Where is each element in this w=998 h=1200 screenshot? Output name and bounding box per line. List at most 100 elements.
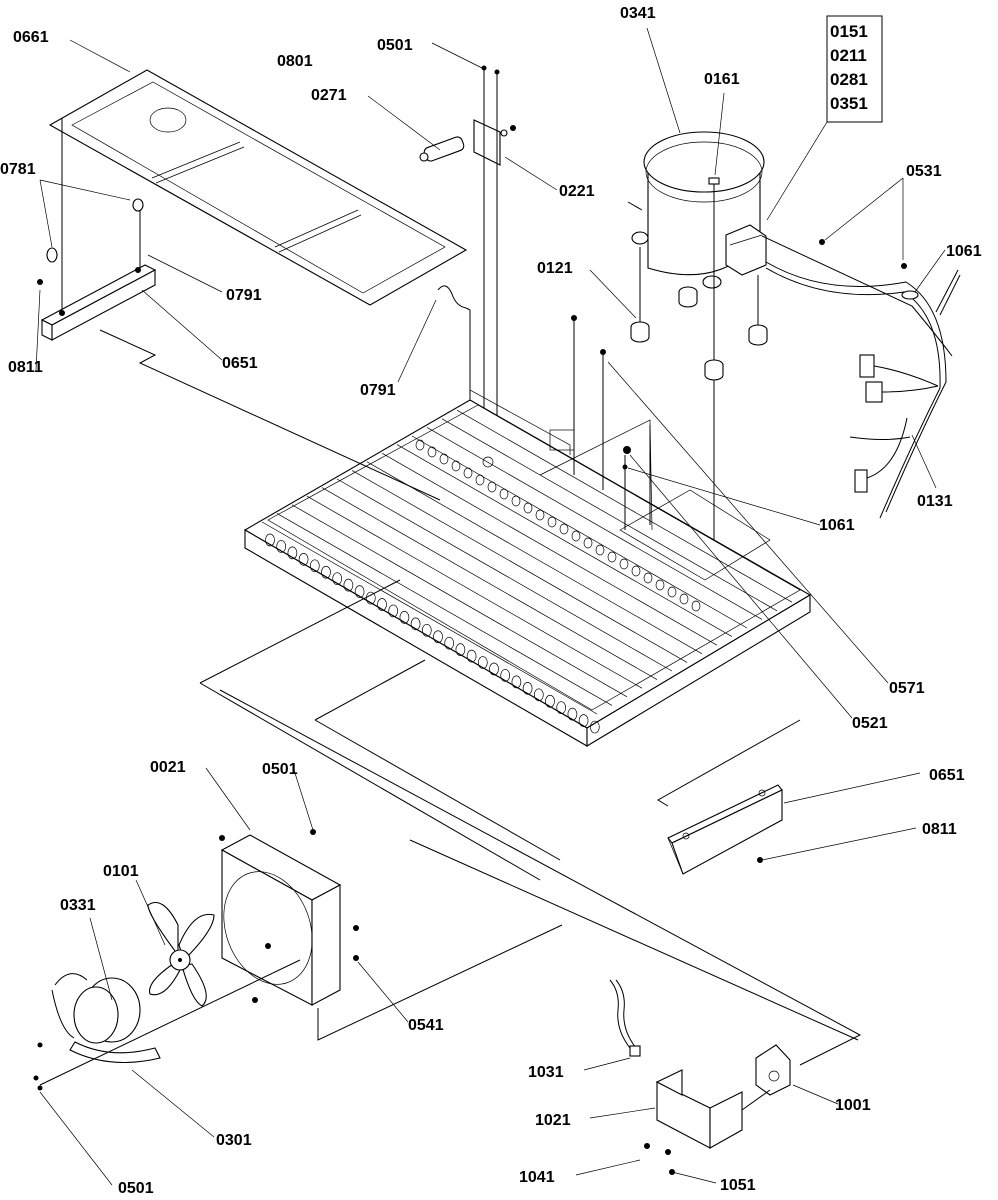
coil-bend xyxy=(444,636,455,650)
coil-tube xyxy=(351,470,688,663)
callout-1031: 1031 xyxy=(528,1064,564,1081)
clip-0791 xyxy=(437,285,471,410)
coil-bend xyxy=(533,688,544,702)
fan-shroud-0021 xyxy=(219,829,359,1006)
coil-bend xyxy=(475,474,485,486)
coil-bend xyxy=(427,446,437,458)
coil-bend xyxy=(321,565,331,579)
callout-0791-b: 0791 xyxy=(360,382,396,399)
callout-1001: 1001 xyxy=(835,1097,871,1114)
coil-bend xyxy=(499,488,509,500)
cover-panel-0661 xyxy=(48,69,468,306)
callout-0541: 0541 xyxy=(408,1017,444,1034)
coil-bend xyxy=(523,502,533,514)
callout-0271: 0271 xyxy=(311,87,347,104)
callout-0801: 0801 xyxy=(277,53,313,70)
coil-tube xyxy=(276,513,613,706)
callout-1041: 1041 xyxy=(519,1169,555,1186)
coil-bend xyxy=(343,578,354,592)
callout-0101: 0101 xyxy=(103,863,139,880)
callout-0161: 0161 xyxy=(704,71,740,88)
coil-bend xyxy=(556,701,567,715)
coil-bend xyxy=(571,530,581,542)
clamp-1061-upper xyxy=(901,290,919,300)
coil-bend xyxy=(559,523,569,535)
coil-bend xyxy=(487,481,497,493)
callout-0121: 0121 xyxy=(537,260,573,277)
coil-bend xyxy=(309,559,320,573)
coil-bend xyxy=(489,662,499,676)
coil-bend xyxy=(655,579,665,591)
coil-bend xyxy=(265,533,275,547)
coil-bend xyxy=(410,617,421,631)
callout-0531: 0531 xyxy=(906,163,942,180)
coil-bend xyxy=(589,720,600,734)
thermostat-1001 xyxy=(741,1044,791,1111)
bracket-0651-right xyxy=(667,784,783,875)
base-pan-condenser xyxy=(243,389,812,747)
kit-label-box: 0151 0211 0281 0351 xyxy=(826,15,883,123)
coil-bend xyxy=(439,453,449,465)
callout-0341: 0341 xyxy=(620,5,656,22)
kit-item: 0211 xyxy=(830,46,867,65)
coil-bend xyxy=(466,649,477,663)
kit-item: 0351 xyxy=(830,94,868,113)
coil-bend xyxy=(631,565,641,577)
coil-bend xyxy=(667,586,677,598)
coil-tube xyxy=(396,444,733,637)
cord-1031 xyxy=(609,979,641,1057)
callout-0661: 0661 xyxy=(13,29,49,46)
coil-bend xyxy=(583,537,593,549)
leader-lines xyxy=(35,27,946,1186)
bracket-1021 xyxy=(655,1069,743,1149)
callout-0331: 0331 xyxy=(60,897,96,914)
coil-bend xyxy=(377,598,387,611)
coil-tube xyxy=(291,504,628,698)
callout-0021: 0021 xyxy=(150,759,186,776)
coil-bend xyxy=(399,611,410,624)
coil-bend xyxy=(298,552,309,566)
coil-bend xyxy=(365,591,376,605)
coil-bend xyxy=(547,516,557,528)
coil-bend xyxy=(388,604,399,618)
coil-bend xyxy=(607,551,617,563)
callout-1061-b: 1061 xyxy=(819,517,855,534)
coil-bend xyxy=(500,669,511,682)
screws-1041-1051 xyxy=(644,1143,675,1175)
bracket-0651-left xyxy=(37,118,157,341)
assembly-lines xyxy=(99,329,862,1066)
bracket-0221 xyxy=(473,119,516,166)
fan-motor-0331 xyxy=(51,973,141,1044)
bolt-0161 xyxy=(708,177,720,600)
coil-bend xyxy=(354,585,365,598)
coil-tube xyxy=(321,487,658,680)
coil-tube xyxy=(441,418,778,612)
coil-bend xyxy=(535,509,545,521)
coil-bend xyxy=(455,643,466,657)
callout-0131: 0131 xyxy=(917,493,953,510)
coil-bend xyxy=(595,544,605,556)
coil-bend xyxy=(578,714,589,727)
relay-overload-0151 xyxy=(725,224,767,276)
coil-bend xyxy=(511,495,521,507)
coil-bend xyxy=(451,460,461,472)
coil-bend xyxy=(522,681,533,695)
coil-bend xyxy=(679,593,689,605)
callout-labels: 0661 0801 0501 0271 0221 0341 0161 0781 … xyxy=(0,5,982,1197)
capacitor-0271 xyxy=(419,136,465,162)
coil-tube xyxy=(426,427,763,620)
coil-bend xyxy=(463,467,473,479)
callout-1051: 1051 xyxy=(720,1177,756,1194)
screw-0531 xyxy=(819,239,907,269)
callout-0571: 0571 xyxy=(889,680,925,697)
callout-0651-b: 0651 xyxy=(929,767,965,784)
coil-tube xyxy=(306,495,643,689)
coil-bend xyxy=(477,656,488,669)
grommet-0781-right xyxy=(132,198,144,212)
callout-0651-a: 0651 xyxy=(222,355,258,372)
callout-0811-b: 0811 xyxy=(922,821,957,838)
coil-bend xyxy=(421,623,432,637)
kit-item: 0281 xyxy=(830,70,868,89)
coil-bend xyxy=(691,600,701,612)
